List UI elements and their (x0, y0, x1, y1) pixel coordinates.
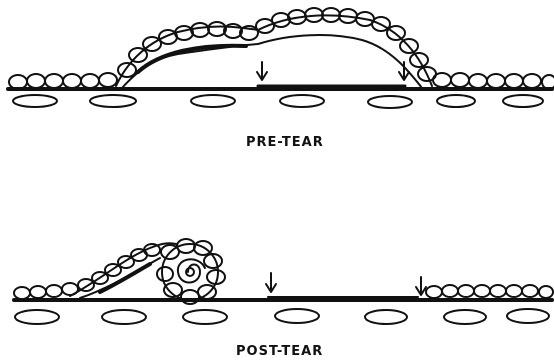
pre-tear-panel (8, 8, 554, 108)
post-tear-panel (14, 239, 553, 324)
pre-detachment-thick-segment (138, 46, 246, 72)
post-tear-label: POST-TEAR (236, 344, 323, 360)
pre-dome-cells (118, 8, 436, 81)
pre-tear-label: PRE-TEAR (246, 135, 324, 151)
post-arrow-left (266, 273, 276, 292)
post-rolled-edge (157, 239, 225, 304)
post-arrow-right (416, 277, 426, 295)
pre-right-cells (433, 73, 554, 89)
pre-left-cells (9, 73, 117, 89)
post-substrate-cells (15, 309, 549, 324)
post-right-cells (426, 285, 553, 298)
pre-substrate-cells (13, 95, 543, 108)
pre-arrow-left (257, 62, 267, 80)
